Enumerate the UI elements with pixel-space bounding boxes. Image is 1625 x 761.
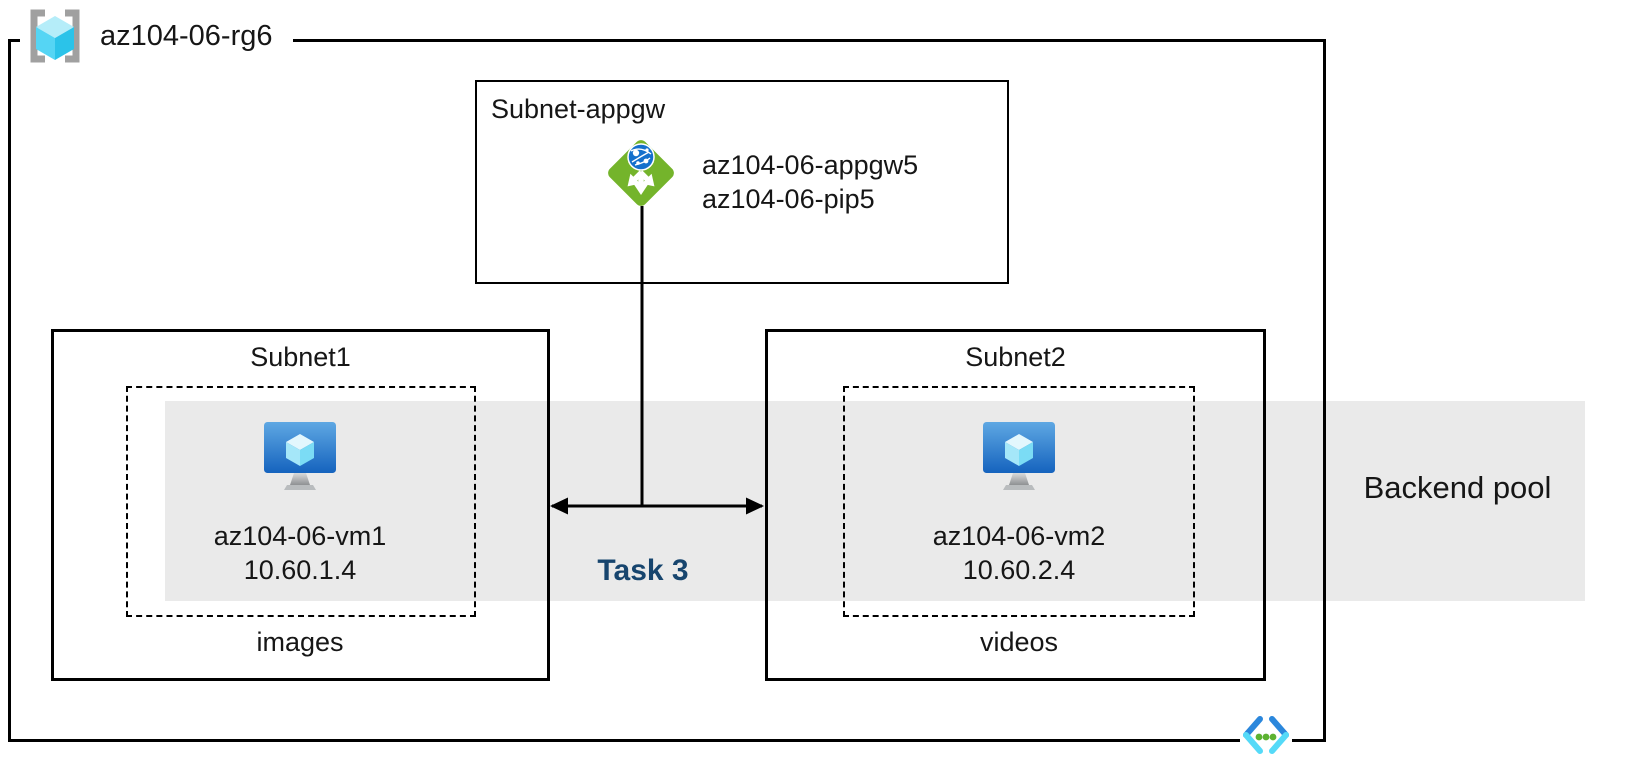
subnet2-backend-dashed-box — [843, 386, 1195, 617]
subnet1-title: Subnet1 — [250, 342, 351, 372]
subnet-appgw-title: Subnet-appgw — [491, 94, 666, 124]
virtual-machine-icon — [983, 422, 1055, 490]
vm1-name: az104-06-vm1 — [213, 521, 387, 551]
backend-pool-band — [165, 401, 1585, 601]
application-gateway-icon — [608, 140, 674, 206]
resource-group-header: az104-06-rg6 — [20, 4, 293, 68]
subnet1-pool-name: images — [256, 627, 344, 657]
resource-group-box — [8, 39, 1326, 742]
appgw-name: az104-06-appgw5 — [702, 150, 919, 180]
subnet-appgw-box: Subnet-appgw — [475, 80, 1009, 284]
subnet1-box: Subnet1 — [51, 329, 550, 681]
vm1-ip: 10.60.1.4 — [243, 555, 357, 585]
subnet2-title: Subnet2 — [965, 342, 1066, 372]
backend-pool-label: Backend pool — [1363, 470, 1552, 505]
subnet2-box: Subnet2 — [765, 329, 1266, 681]
resource-group-icon — [30, 9, 80, 63]
task-label: Task 3 — [597, 554, 689, 587]
resource-group-name: az104-06-rg6 — [100, 19, 273, 52]
subnet2-pool-name: videos — [979, 627, 1059, 657]
virtual-network-icon — [1240, 714, 1292, 756]
virtual-machine-icon — [264, 422, 336, 490]
subnet1-backend-dashed-box — [126, 386, 476, 617]
vm2-ip: 10.60.2.4 — [962, 555, 1076, 585]
vm2-name: az104-06-vm2 — [932, 521, 1106, 551]
appgw-pip-name: az104-06-pip5 — [702, 184, 875, 214]
